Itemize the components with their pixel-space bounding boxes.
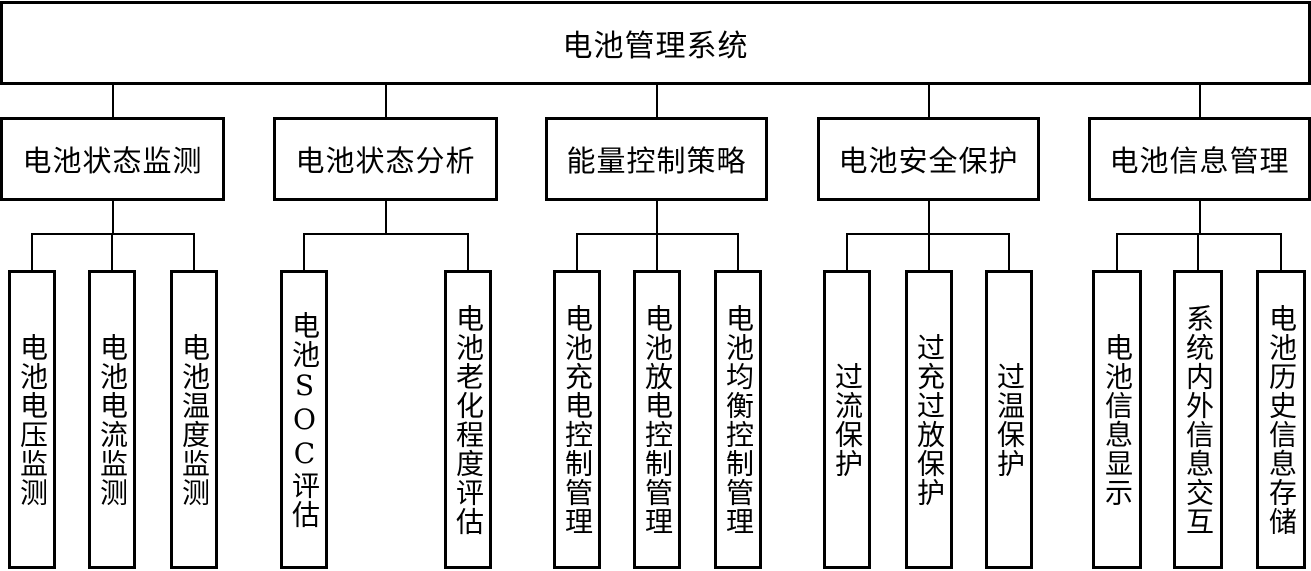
leaf-box: 系统内外信息交互: [1173, 270, 1223, 569]
category-label: 电池信息管理: [1109, 144, 1290, 178]
connector-bar-to-leaf: [1197, 234, 1199, 270]
connector-category-down: [1199, 201, 1201, 234]
leaf-box: 过流保护: [823, 270, 871, 569]
leaf-label: 过温保护: [993, 361, 1026, 478]
leaf-box: 电池SOC评估: [280, 270, 328, 569]
connector-bar-to-leaf: [1280, 234, 1282, 270]
category-box: 能量控制策略: [545, 117, 768, 201]
leaf-box: 电池电流监测: [88, 270, 136, 569]
leaf-label: 电池老化程度评估: [452, 303, 485, 536]
connector-bar-to-leaf: [928, 234, 930, 270]
leaf-label: 电池电压监测: [16, 332, 49, 507]
connector-bar-to-leaf: [467, 234, 469, 270]
connector-root-to-category: [385, 85, 387, 117]
leaf-label: 过充过放保护: [913, 332, 946, 507]
connector-bar-to-leaf: [303, 234, 305, 270]
category-label: 能量控制策略: [566, 144, 747, 178]
connector-category-down: [112, 201, 114, 234]
connector-bar-to-leaf: [111, 234, 113, 270]
connector-bar-to-leaf: [193, 234, 195, 270]
leaf-box: 电池电压监测: [8, 270, 56, 569]
leaf-box: 电池温度监测: [170, 270, 218, 569]
category-label: 电池状态监测: [22, 144, 203, 178]
connector-bar-to-leaf: [31, 234, 33, 270]
leaf-box: 电池充电控制管理: [553, 270, 601, 569]
connector-bar-to-leaf: [656, 234, 658, 270]
connector-category-down: [656, 201, 658, 234]
connector-root-to-category: [1199, 85, 1201, 117]
leaf-label: 过流保护: [831, 361, 864, 478]
connector-bar-to-leaf: [737, 234, 739, 270]
leaf-box: 电池历史信息存储: [1256, 270, 1306, 569]
connector-category-down: [385, 201, 387, 234]
leaf-box: 过温保护: [985, 270, 1033, 569]
leaf-label: 电池历史信息存储: [1265, 303, 1298, 536]
connector-category-down: [928, 201, 930, 234]
leaf-box: 过充过放保护: [905, 270, 953, 569]
connector-horizontal-bar: [1116, 233, 1282, 235]
category-box: 电池状态监测: [0, 117, 225, 201]
connector-bar-to-leaf: [1008, 234, 1010, 270]
connector-root-to-category: [112, 85, 114, 117]
connector-horizontal-bar: [31, 233, 195, 235]
leaf-label: 电池放电控制管理: [641, 303, 674, 536]
leaf-label: 电池温度监测: [178, 332, 211, 507]
leaf-label: 电池电流监测: [96, 332, 129, 507]
leaf-label: 电池SOC评估: [288, 310, 321, 529]
connector-bar-to-leaf: [576, 234, 578, 270]
category-label: 电池安全保护: [838, 144, 1019, 178]
leaf-box: 电池均衡控制管理: [714, 270, 762, 569]
category-box: 电池信息管理: [1088, 117, 1311, 201]
category-box: 电池状态分析: [273, 117, 498, 201]
connector-bar-to-leaf: [1116, 234, 1118, 270]
connector-horizontal-bar: [303, 233, 469, 235]
connector-root-to-category: [928, 85, 930, 117]
leaf-box: 电池信息显示: [1092, 270, 1142, 569]
leaf-label: 电池均衡控制管理: [722, 303, 755, 536]
leaf-label: 系统内外信息交互: [1182, 303, 1215, 536]
root-label: 电池管理系统: [562, 29, 749, 64]
leaf-label: 电池充电控制管理: [561, 303, 594, 536]
category-box: 电池安全保护: [817, 117, 1040, 201]
connector-bar-to-leaf: [846, 234, 848, 270]
leaf-box: 电池放电控制管理: [633, 270, 681, 569]
root-box: 电池管理系统: [0, 1, 1311, 85]
leaf-label: 电池信息显示: [1101, 332, 1134, 507]
leaf-box: 电池老化程度评估: [444, 270, 492, 569]
category-label: 电池状态分析: [295, 144, 476, 178]
connector-root-to-category: [656, 85, 658, 117]
